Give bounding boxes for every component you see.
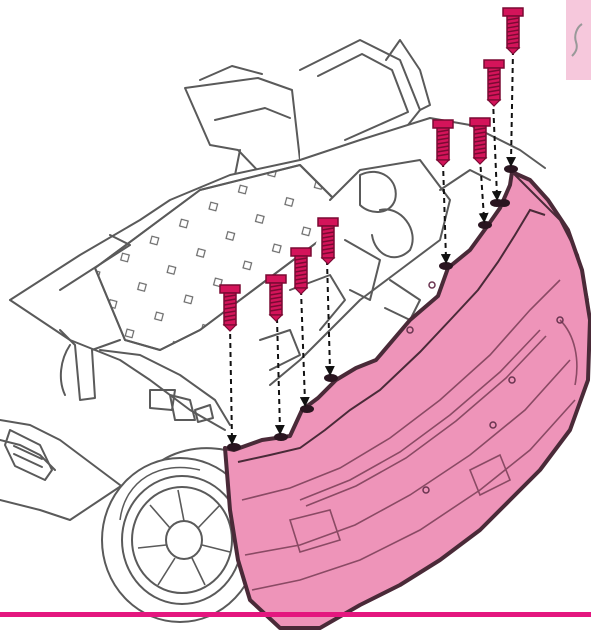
arrow	[480, 158, 484, 218]
screw	[266, 275, 286, 321]
screw	[503, 8, 523, 54]
screw-hole	[504, 165, 518, 173]
screw-hole	[498, 199, 510, 207]
accent-bar	[0, 612, 591, 617]
screw-hole	[439, 262, 453, 270]
screw-hole	[324, 374, 338, 382]
hand-icon	[570, 22, 586, 58]
arrow	[493, 100, 497, 196]
screw-hole	[478, 221, 492, 229]
screw-hole	[274, 433, 288, 441]
step-marker-tab	[566, 0, 591, 80]
arrow	[230, 325, 232, 440]
screw	[470, 118, 490, 164]
screw	[433, 120, 453, 166]
screw-hole	[227, 443, 241, 451]
screw-hole	[300, 405, 314, 413]
screw	[484, 60, 504, 106]
